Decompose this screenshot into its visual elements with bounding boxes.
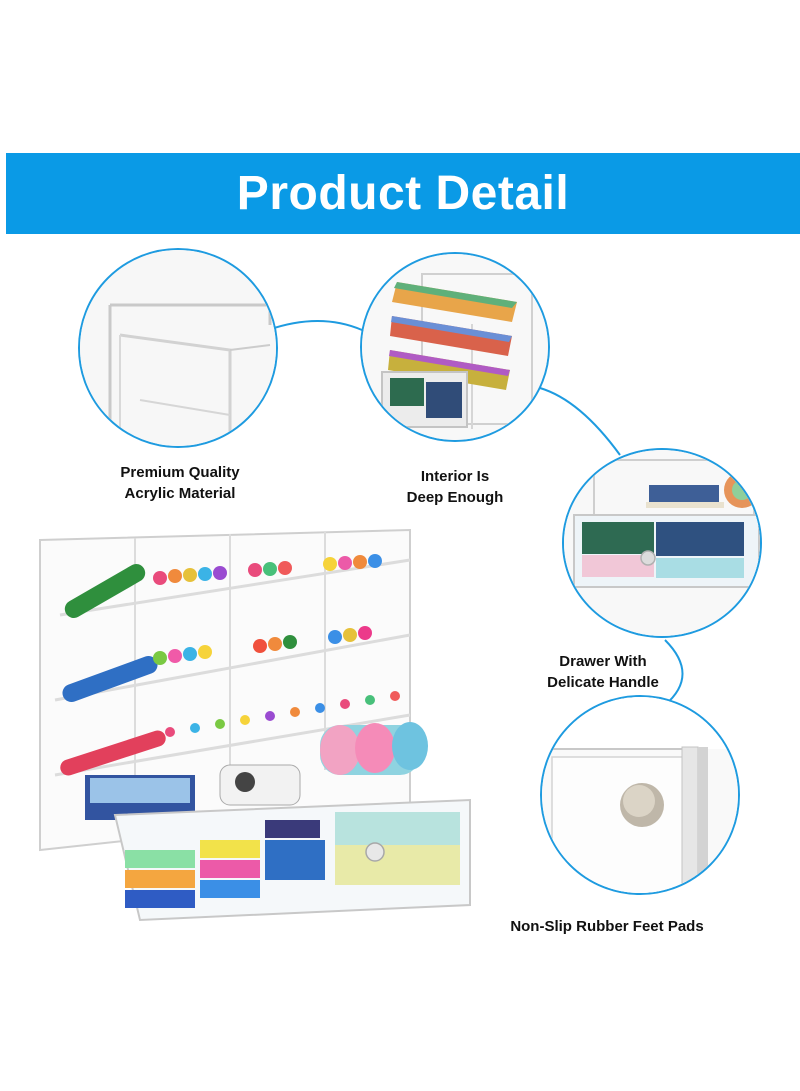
interior-callout <box>360 252 550 442</box>
rubber-knob-image <box>542 697 738 893</box>
feet-label: Non-Slip Rubber Feet Pads <box>510 918 704 935</box>
acrylic-corner-image <box>80 250 276 446</box>
drawer-label: Drawer With Delicate Handle <box>547 653 659 691</box>
drawer-image <box>564 450 760 636</box>
colored-pencils-image <box>362 254 548 440</box>
drawer-callout <box>562 448 762 638</box>
banner-title: Product Detail <box>236 167 570 220</box>
interior-label: Interior Is Deep Enough <box>406 468 504 506</box>
feet-callout <box>540 695 740 895</box>
main-product-image <box>39 528 471 922</box>
acrylic-callout <box>78 248 278 448</box>
acrylic-label: Premium Quality Acrylic Material <box>120 464 240 502</box>
product-detail-banner: Product Detail <box>6 153 800 234</box>
